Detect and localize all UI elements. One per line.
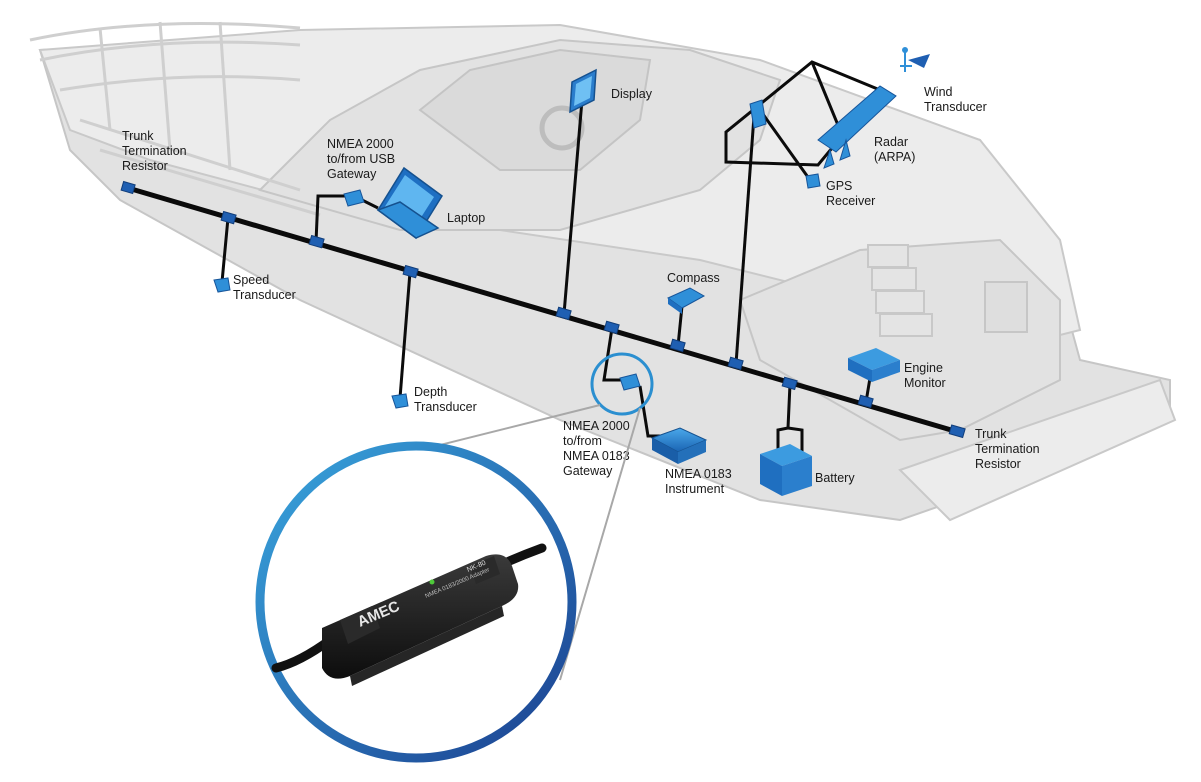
label-depth: Depth Transducer: [414, 385, 477, 414]
drop-usb-gateway: [314, 194, 348, 243]
drop-depth: [398, 271, 412, 399]
label-laptop: Laptop: [447, 211, 485, 225]
tee-radar: [727, 356, 744, 371]
boat-hatch: [984, 281, 1028, 333]
label-speed: Speed Transducer: [233, 273, 296, 302]
label-wind: Wind Transducer: [924, 85, 987, 114]
magnifier-small-ring: [590, 352, 654, 416]
label-engine: Engine Monitor: [904, 361, 946, 390]
tee-depth: [402, 264, 419, 279]
nmea0183-instrument-icon: [650, 427, 708, 464]
label-instrument: NMEA 0183 Instrument: [665, 467, 735, 496]
devices: [213, 47, 930, 496]
drop-speed: [220, 217, 230, 283]
tee-display: [555, 306, 572, 321]
magnifier-callout: AMEC NMEA 0183/2000 Adapter NK-80: [255, 352, 654, 763]
label-trunk-left: Trunk Termination Resistor: [122, 129, 190, 173]
tee-connectors: [120, 180, 966, 439]
tee-compass: [669, 338, 686, 353]
label-gps: GPS Receiver: [826, 179, 875, 208]
label-radar: Radar (ARPA): [874, 135, 915, 164]
label-trunk-right: Trunk Termination Resistor: [975, 427, 1043, 471]
label-compass: Compass: [667, 271, 720, 285]
boat-rails: [29, 21, 321, 217]
drop-display: [562, 99, 584, 315]
callout-line-right: [559, 407, 641, 681]
tee-battery: [781, 376, 798, 391]
speed-transducer-icon: [213, 277, 231, 293]
steering-wheel: [539, 105, 585, 151]
engine-monitor-icon: [848, 348, 900, 382]
wind-transducer-icon: [900, 47, 930, 72]
boat-swim-platform: [898, 378, 1177, 522]
drop-0183-gateway: [602, 327, 628, 382]
labels: Trunk Termination Resistor NMEA 2000 to/…: [122, 85, 1043, 496]
boat-illustration: [29, 21, 1177, 522]
laptop-icon: [376, 166, 444, 240]
network-cabling: [125, 60, 961, 452]
tee-speed: [220, 210, 237, 225]
tee-usb: [308, 234, 325, 249]
nmea2000-backbone: [125, 185, 961, 435]
usb-gateway-icon: [343, 189, 365, 207]
label-battery: Battery: [815, 471, 855, 485]
drop-radar-gps: [734, 115, 756, 365]
drop-laptop: [361, 198, 379, 210]
gps-receiver-icon: [805, 173, 821, 189]
label-usb-gateway: NMEA 2000 to/from USB Gateway: [327, 137, 399, 181]
nk80-adapter-image: AMEC NMEA 0183/2000 Adapter NK-80: [271, 543, 547, 686]
boat-stairs: [867, 244, 933, 337]
depth-transducer-icon: [391, 393, 409, 409]
label-display: Display: [611, 87, 653, 101]
radar-icon: [817, 85, 897, 169]
drop-battery: [776, 383, 804, 452]
compass-side: [668, 298, 682, 314]
terminator-left: [120, 180, 136, 195]
display-icon: [569, 68, 597, 114]
terminator-right: [948, 424, 966, 439]
battery-icon: [760, 444, 812, 496]
label-0183-gateway: NMEA 2000 to/from NMEA 0183 Gateway: [563, 419, 633, 478]
tee-engine: [857, 394, 874, 409]
nmea0183-gateway-icon: [619, 373, 641, 391]
tee-0183: [603, 320, 620, 335]
radar-interface-icon: [749, 99, 767, 129]
